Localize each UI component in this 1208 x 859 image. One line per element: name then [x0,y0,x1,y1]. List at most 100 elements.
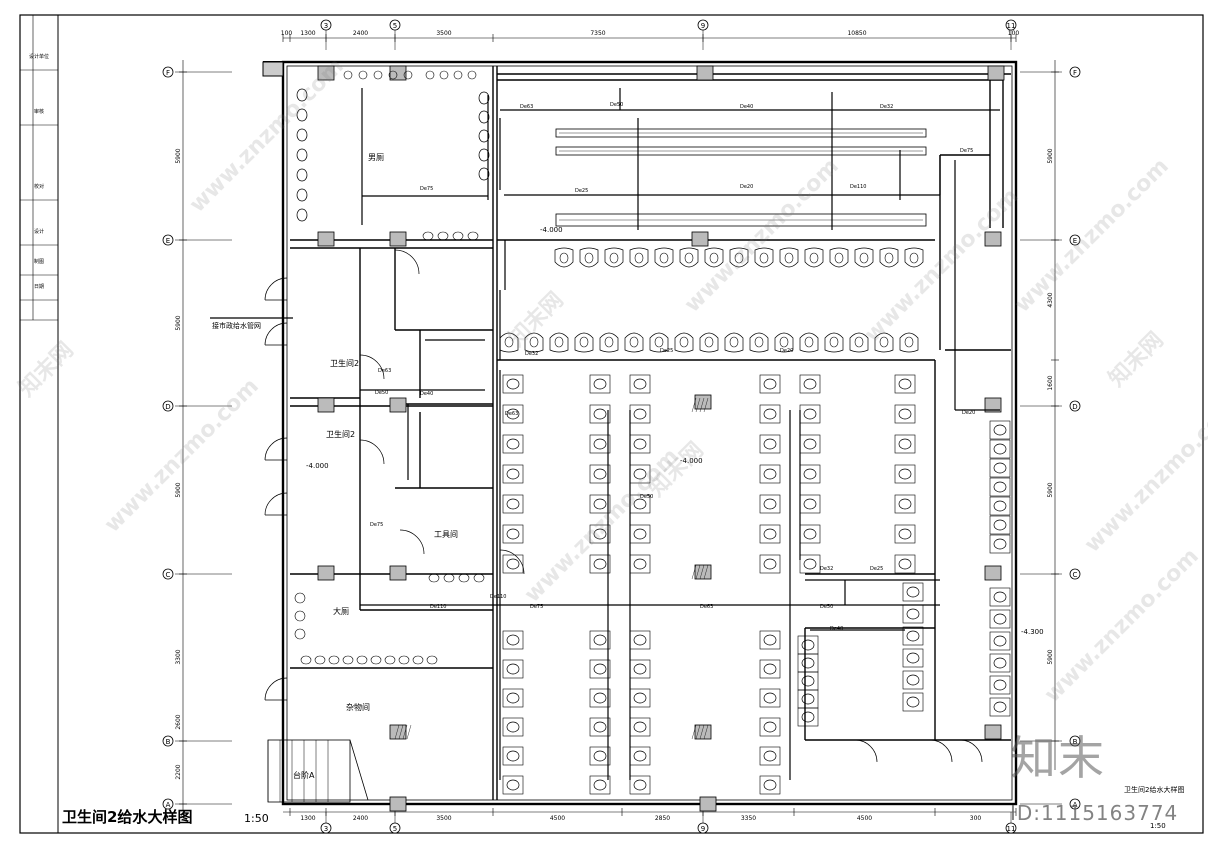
urinal [549,332,569,353]
toilet-stall [502,630,524,650]
basin [458,573,470,583]
grid-label-right: E [1073,237,1077,245]
toilet-bowl [633,721,647,733]
titleblock-label: 校对 [34,183,44,190]
toilet-stall [894,404,916,424]
toilet-bowl [593,378,607,390]
toilet-stall [629,404,651,424]
toilet-stall [502,554,524,574]
urinal-bowl [659,252,669,264]
toilet-stall [589,494,611,514]
wc-fixture [296,88,308,102]
column-hatch [402,724,408,740]
toilet-bowl [993,657,1007,669]
column [389,565,407,581]
toilet-stall [589,717,611,737]
column [984,397,1002,413]
pipe-size-label: De63 [700,604,713,610]
toilet-bowl [593,438,607,450]
dimension-text: 1300 [300,30,315,37]
door-swing [264,677,288,701]
column [696,65,714,81]
toilet-stall [799,464,821,484]
toilet-bowl [506,779,520,791]
titleblock-label: 日期 [34,284,44,290]
column-hatch [691,564,697,580]
small-scale: 1:50 [1150,822,1166,830]
toilet-stall [759,374,781,394]
toilet-stall [989,697,1011,717]
grid-label-right: D [1072,403,1077,411]
toilet-bowl [801,639,815,651]
outer-wall [281,60,1018,806]
wc-fixture [478,110,490,124]
toilet-bowl [763,528,777,540]
grid-bubble [162,798,174,810]
urinal [554,247,574,268]
toilet-bowl [593,663,607,675]
small-title: 卫生间2给水大样图 [1124,786,1185,794]
trough-basin [555,213,927,227]
column [317,65,335,81]
urinal [629,247,649,268]
toilet-stall [902,582,924,602]
grid-bubble [162,568,174,580]
pipe-size-label: De40 [740,104,753,110]
dimension-text: 5900 [1047,649,1054,664]
column-hatch [703,564,709,580]
urinal-bowl [629,336,639,348]
grid-label-bottom: 5 [393,825,397,833]
basin [412,655,424,665]
toilet-bowl [593,408,607,420]
toilet-bowl [763,498,777,510]
grid-label-right: F [1073,69,1077,77]
toilet-bowl [906,630,920,642]
door-swing [359,439,385,465]
basin [328,655,340,665]
room-storage: 杂物间 [346,703,370,712]
basin [467,70,477,80]
grid-label-right: A [1073,801,1078,809]
grid-label-right: B [1073,738,1078,746]
toilet-bowl [993,613,1007,625]
urinal [599,332,619,353]
grid-label-bottom: 9 [701,825,705,833]
toilet-bowl [506,663,520,675]
urinal-bowl [584,252,594,264]
level-hall: -4.000 [680,457,703,465]
pipe-size-label: De50 [375,390,388,396]
toilet-bowl [633,750,647,762]
urinal-bowl [909,252,919,264]
toilet-stall [902,670,924,690]
toilet-stall [902,648,924,668]
dimension-text: 10850 [847,30,866,37]
urinal-bowl [529,336,539,348]
basin [373,70,383,80]
toilet-bowl [633,438,647,450]
pipe-size-label: De110 [850,184,866,190]
pipe-size-label: De50 [610,102,623,108]
column-hatch [699,564,705,580]
toilet-bowl [906,652,920,664]
toilet-bowl [593,528,607,540]
toilet-bowl [898,498,912,510]
grid-bubble [697,822,709,834]
toilet-bowl [633,558,647,570]
toilet-stall [989,675,1011,695]
toilet-bowl [993,500,1007,512]
urinal [724,332,744,353]
wc-fixture [478,167,490,181]
toilet-bowl [763,750,777,762]
grid-bubble [697,19,709,31]
dimension-text: 3500 [436,30,451,37]
toilet-bowl [633,663,647,675]
urinal [779,247,799,268]
pipe-size-label: De110 [490,594,506,600]
dimension-text: 2400 [353,815,368,822]
door-swing [929,739,953,763]
toilet-stall [759,717,781,737]
toilet-bowl [506,438,520,450]
toilet-stall [629,746,651,766]
urinal [524,332,544,353]
urinal-bowl [709,252,719,264]
